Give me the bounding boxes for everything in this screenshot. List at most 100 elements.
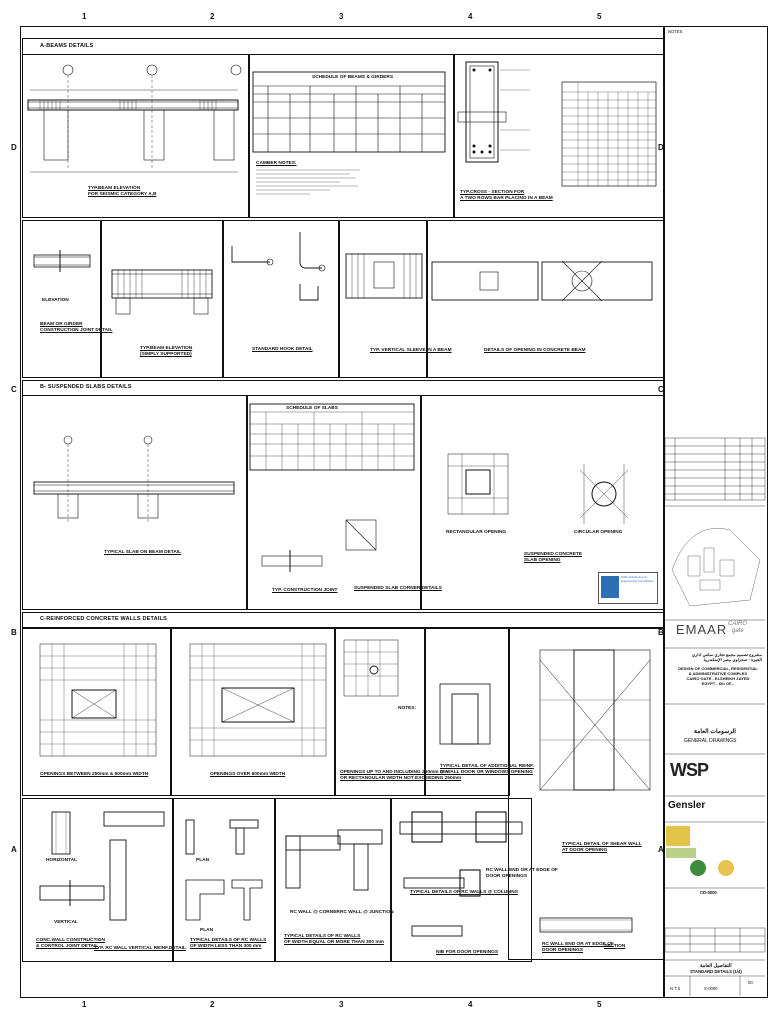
caption-conc-wall-joint-line2: & CONTROL JOINT DETAIL [36,944,99,949]
project-title-english-line3: CAIRO GATE - ELSHEIKH ZAYED [686,676,750,681]
project-title-arabic-line2: الجيزة - صحراوي مصر الإسكندرية [703,657,762,662]
panel-shear-wall [508,628,664,960]
caption-slab-on-beam: TYPICAL SLAB ON BEAM DETAIL [104,550,182,555]
section-title-slabs: B- SUSPENDED SLABS DETAILS [40,384,132,390]
grid-number-2-bottom: 2 [210,1000,215,1009]
grid-number-1-top: 1 [82,12,87,21]
schedule-beams-title: SCHEDULE OF BEAMS & GIRDERS [312,75,394,80]
caption-cross-section-line2: A TWO ROWS BAR PLACING IN A BEAM [460,196,553,201]
grid-letter-d-left: D [11,143,17,152]
caption-slab-opening-line1: SUSPENDED CONCRETE [524,552,583,557]
caption-rc-end-edge-1-line2: DOOR OPENINGS [486,874,528,879]
panel-beam-elevation-seismic [22,54,250,218]
caption-beam-simply-line2: (SIMPLY SUPPORTED) [140,352,192,357]
caption-cross-section-line1: TYP.CROSS - SECTION FOR [460,190,525,195]
project-title-arabic-line1: مشروع تصميم مجمع تجاري سكني اداري [691,652,762,657]
caption-beam-simply-line1: TYP.BEAM ELEVATION [140,346,193,351]
drawing-number: CD-0000 [700,890,717,895]
camber-notes-title: CAMBER NOTES: [256,161,297,166]
caption-shear-wall-line2: AT DOOR OPENING [562,848,608,853]
label-notes: NOTES: [398,706,417,711]
caption-rc-walls-more-line1: TYPICAL DETAILS OF RC WALLS [284,934,361,939]
label-circular-opening: CIRCULAR OPENING [574,530,623,535]
caption-opening-beam: DETAILS OF OPENING IN CONCRETE BEAM [484,348,586,353]
scale-value: N.T.S [670,986,681,991]
grid-letter-a-left: A [11,845,17,854]
grid-letter-c-right: C [658,385,664,394]
caption-hook-detail: STANDARD HOOK DETAIL [252,347,313,352]
project-title-arabic: مشروع تصميم مجمع تجاري سكني اداري الجيزة… [674,652,762,662]
caption-openings-600: OPENINGS OVER 600mm WIDTH [210,772,286,777]
panel-slab-on-beam [22,395,248,610]
caption-conc-wall-joint-line1: CONC.WALL CONSTRUCTION [36,938,105,943]
revision-number: 00 [748,980,753,985]
caption-beam-elevation-seismic: TYP.BEAM ELEVATION FOR SEISMIC CATEGORY … [88,186,157,198]
caption-rc-end-edge-1: RC WALL END OR AT EDGE OF DOOR OPENINGS [486,868,558,880]
title-block-notes-label: NOTES [668,29,683,34]
caption-openings-small-line2: OR RECTANGULAR WIDTH NOT EXCEEDING 250mm [340,776,462,781]
label-rc-corner: RC WALL @ CORNER [290,910,340,915]
caption-typ-joint: TYP. CONSTRUCTION JOINT [272,588,338,593]
caption-rc-walls-more-line2: OF WIDTH EQUAL OR MORE THAN 300 mm [284,940,384,945]
caption-construction-joint-line2: CONSTRUCTION JOINT DETAIL [40,328,113,333]
dar-logo-icon [601,576,619,598]
dar-logo-box: DAR Architecture & Engineering Consultan… [598,572,658,604]
caption-beam-elevation-seismic-line1: TYP.BEAM ELEVATION [88,186,141,191]
panel-opening-beam [426,220,664,378]
grid-number-2-top: 2 [210,12,215,21]
grid-number-4-top: 4 [468,12,473,21]
drawing-title-arabic: التفاصيل العامة [700,963,732,969]
section-bar-walls [22,612,664,628]
label-horizontal: HORIZONTAL [46,858,78,863]
caption-rc-columns: TYPICAL DETAILS OF RC WALLS @ COLUMNS [410,890,518,895]
panel-beam-simply [100,220,224,378]
caption-slab-corner: SUSPENDED SLAB CORNER DETAILS [354,586,442,591]
caption-rc-walls-less: TYPICAL DETAILS OF RC WALLS OF WIDTH LES… [190,938,266,950]
panel-rc-walls-less [172,798,276,962]
project-title-english-line1: DESIGN OF COMMERCIAL, RESIDENTIAL [678,666,758,671]
client-logo: EMAAR [676,622,728,637]
panel-rc-walls-more [274,798,392,962]
caption-additional-reinf-line2: @ WALL DOOR OR WINDOWS OPENING [440,770,533,775]
caption-construction-joint: BEAM OR GIRDER CONSTRUCTION JOINT DETAIL [40,322,112,334]
label-vertical: VERTICAL [54,920,78,925]
caption-nib-door: NIB FOR DOOR OPENINGS [436,950,499,955]
sheet-number: S-0000 [704,986,718,991]
panel-openings-small [334,628,426,796]
caption-openings-250: OPENINGS BETWEEN 250mm & 600mm WIDTH [40,772,149,777]
grid-letter-d-right: D [658,143,664,152]
caption-additional-reinf-line1: TYPICAL DETAIL OF ADDITIONAL REINF. [440,764,534,769]
caption-slab-opening: SUSPENDED CONCRETE SLAB OPENING [524,552,582,564]
caption-rc-end-edge-1-line1: RC WALL END OR AT EDGE OF [486,868,558,873]
caption-openings-small: OPENINGS UP TO AND INCLUDING 250mm DIA. … [340,770,461,782]
grid-letter-c-left: C [11,385,17,394]
caption-rc-end-edge-2: RC WALL END OR AT EDGE OF DOOR OPENINGS [542,942,614,954]
caption-beam-elevation-seismic-line2: FOR SEISMIC CATEGORY A,B [88,192,157,197]
schedule-slabs-title: SCHEDULE OF SLABS [286,406,338,411]
caption-rc-walls-more: TYPICAL DETAILS OF RC WALLS OF WIDTH EQU… [284,934,384,946]
caption-slab-opening-line2: SLAB OPENING [524,558,561,563]
panel-hook-detail [222,220,340,378]
project-title-english: DESIGN OF COMMERCIAL, RESIDENTIAL & ADMI… [672,666,764,686]
label-plan-1: PLAN [196,858,210,863]
grid-number-5-top: 5 [597,12,602,21]
drawing-type-arabic: الرسومات العامة [694,729,736,735]
grid-letter-b-left: B [11,628,17,637]
label-elevation: ELEVATION [42,298,69,303]
project-title-english-line2: & ADMINISTRATIVE COMPLEX [688,671,748,676]
label-plan-2: PLAN [200,928,214,933]
label-rc-junction: RC WALL @ JUNCTION [340,910,394,915]
panel-slab-opening [420,395,664,610]
panel-schedule-slabs [246,395,422,610]
caption-beam-simply: TYP.BEAM ELEVATION (SIMPLY SUPPORTED) [140,346,192,358]
panel-schedule-beams [248,54,455,218]
label-rectangular-opening: RECTANGULAR OPENING [446,530,507,535]
grid-number-3-top: 3 [339,12,344,21]
panel-conc-wall-joint [22,798,174,962]
caption-rc-walls-less-line1: TYPICAL DETAILS OF RC WALLS [190,938,267,943]
caption-conc-wall-joint: CONC.WALL CONSTRUCTION & CONTROL JOINT D… [36,938,105,950]
grid-number-4-bottom: 4 [468,1000,473,1009]
caption-shear-wall: TYPICAL DETAIL OF SHEAR WALL AT DOOR OPE… [562,842,642,854]
